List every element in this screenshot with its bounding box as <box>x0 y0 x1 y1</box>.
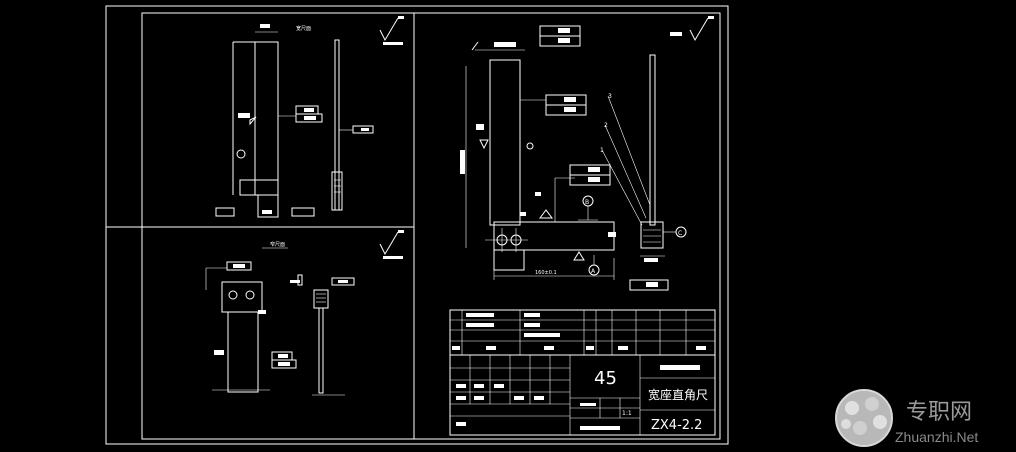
wide-face-body <box>254 41 279 196</box>
top-left-view-label: 宽尺面 <box>296 25 311 32</box>
bottom-left-view: 窄尺面 <box>205 230 404 396</box>
narrow-blade-profile <box>649 54 656 226</box>
watermark: 专职网 Zhuanzhi.Net <box>835 389 978 447</box>
datum-bubble-top-left <box>236 149 246 159</box>
watermark-brand-cn: 专职网 <box>906 400 972 425</box>
square-base <box>493 221 615 251</box>
datum-label-c: C <box>678 230 682 237</box>
drawing-scale: 1:1 <box>622 410 632 417</box>
narrow-face-body <box>227 311 259 393</box>
title-block: 45 宽座直角尺 ZX4-2.2 1:1 <box>449 309 716 436</box>
roughness-symbol-bottom-left <box>379 231 399 256</box>
roughness-symbol-right <box>689 17 709 42</box>
watermark-brand-url: Zhuanzhi.Net <box>895 429 978 445</box>
callout-2: 2 <box>604 122 608 129</box>
square-blade <box>489 59 521 226</box>
bottom-left-view-label: 窄尺面 <box>270 241 285 248</box>
drawing-title: 宽座直角尺 <box>648 387 708 402</box>
top-left-view: 宽尺面 <box>215 16 404 218</box>
assembly-view: B A 160±0.1 C 3 2 1 <box>460 16 714 291</box>
narrow-face-head <box>221 281 263 313</box>
sheet-border-inner <box>141 12 721 440</box>
material-text: 45 <box>594 368 617 389</box>
callout-3: 3 <box>608 93 612 100</box>
wide-face-profile <box>334 39 340 211</box>
datum-label-a: A <box>591 268 596 275</box>
dimension-base-length: 160±0.1 <box>535 270 557 276</box>
datum-label-b: B <box>585 199 589 206</box>
datum-bubble-c <box>675 226 687 238</box>
drawing-number: ZX4-2.2 <box>651 418 702 433</box>
sheet-border-outer <box>105 5 729 445</box>
callout-1: 1 <box>600 147 604 154</box>
roughness-symbol-top-left <box>379 17 399 42</box>
